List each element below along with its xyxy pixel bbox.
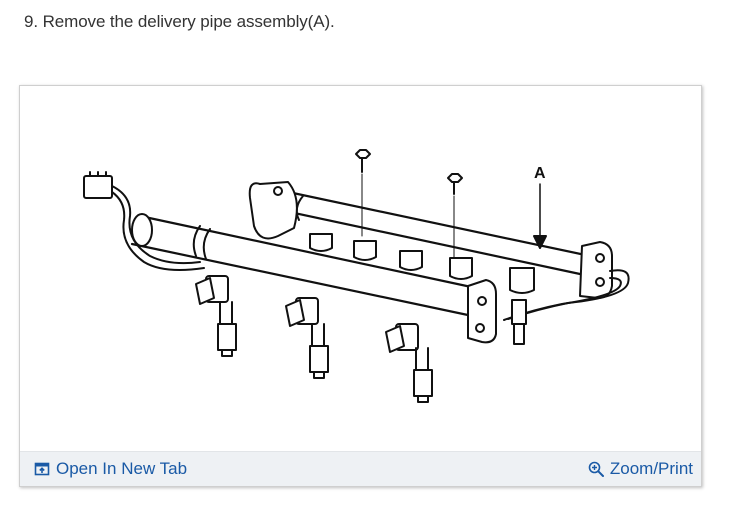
zoom-print-label: Zoom/Print xyxy=(609,459,693,478)
zoom-print-link[interactable]: Zoom/Print xyxy=(588,459,693,479)
left-bracket xyxy=(248,181,298,240)
callout-label: A xyxy=(534,165,546,182)
harness-connector xyxy=(83,175,113,199)
fuel-injectors xyxy=(195,275,527,403)
open-in-new-tab-icon xyxy=(34,462,50,476)
open-in-new-tab-label: Open In New Tab xyxy=(56,459,188,478)
step-instruction: 9. Remove the delivery pipe assembly(A). xyxy=(24,12,335,31)
delivery-pipe-diagram: A xyxy=(83,149,630,403)
figure-card: A Open In New Tab Zoom/Print xyxy=(19,85,702,487)
wiring-harness xyxy=(111,185,201,265)
figure-toolbar: Open In New Tab Zoom/Print xyxy=(20,451,701,486)
open-in-new-tab-link[interactable]: Open In New Tab xyxy=(34,459,187,479)
injector-sockets xyxy=(309,233,535,294)
mounting-bolts xyxy=(355,149,463,259)
fuel-rail-rear xyxy=(258,184,592,258)
fuel-rail-front-edge xyxy=(138,214,492,293)
magnifier-plus-icon xyxy=(588,461,604,477)
right-bracket xyxy=(579,241,613,299)
